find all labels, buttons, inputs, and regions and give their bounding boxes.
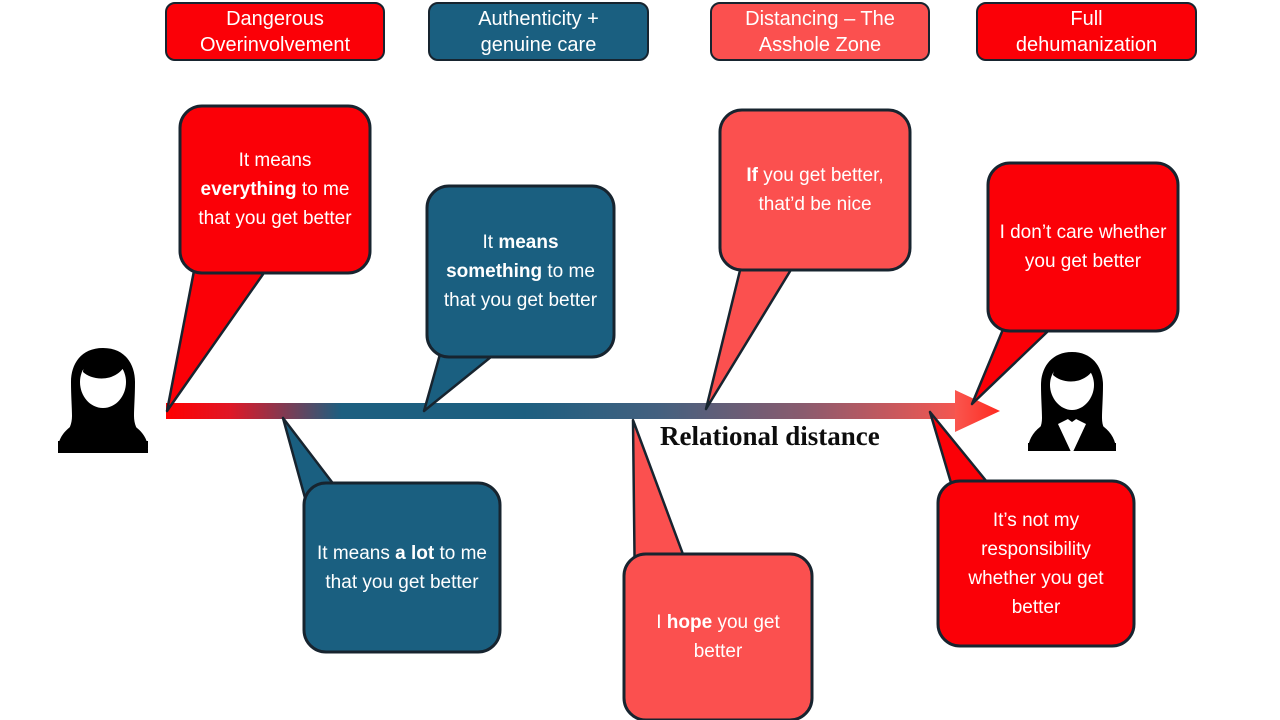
- header-line-2: Overinvolvement: [199, 33, 351, 56]
- header-distancing-asshole-zone[interactable]: Distancing – The Asshole Zone: [710, 2, 930, 61]
- bubble-its-not-my-responsibility: [936, 479, 1136, 648]
- header-line-1: Full: [1070, 7, 1103, 30]
- bubble-if-you-get-better: [718, 108, 912, 272]
- header-line-1: Distancing – The: [745, 7, 895, 30]
- header-line-2: genuine care: [480, 33, 597, 56]
- header-line-1: Dangerous: [226, 7, 324, 30]
- bubble-bodies: [178, 104, 1180, 720]
- header-authenticity-genuine-care[interactable]: Authenticity + genuine care: [428, 2, 649, 61]
- tail-if-you-get-better: [704, 248, 805, 411]
- bubble-it-means-something: [425, 184, 616, 359]
- avatar-left-person: [58, 348, 148, 453]
- avatar-right-person: [1028, 352, 1116, 454]
- relational-distance-arrow: [166, 390, 1000, 432]
- header-line-1: Authenticity +: [478, 7, 599, 30]
- bubble-i-hope-you-get-better: [622, 552, 814, 720]
- header-line-2: dehumanization: [1015, 33, 1158, 56]
- bubble-i-dont-care: [986, 161, 1180, 333]
- bubble-tails: [165, 248, 1072, 602]
- relational-distance-label: Relational distance: [660, 421, 880, 451]
- header-line-2: Asshole Zone: [758, 33, 882, 56]
- header-full-dehumanization[interactable]: Full dehumanization: [976, 2, 1197, 61]
- header-dangerous-overinvolvement[interactable]: Dangerous Overinvolvement: [165, 2, 385, 61]
- bubble-it-means-a-lot: [302, 481, 502, 654]
- bubble-it-means-everything: [178, 104, 372, 275]
